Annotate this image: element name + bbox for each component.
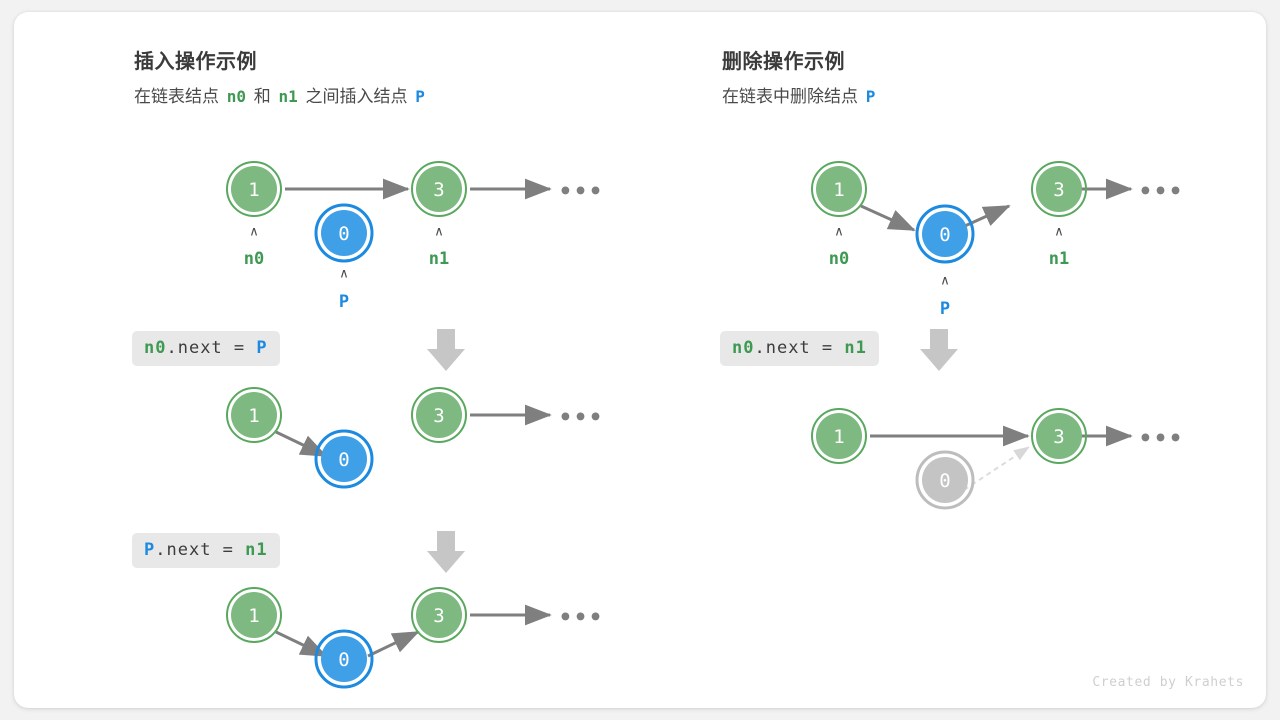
credit-text: Created by Krahets [1092,675,1244,690]
node-3-value: 3 [433,605,444,627]
code-token-value: P [256,338,268,358]
node-n1-value: 3 [1053,179,1064,201]
node-3: 3 [411,587,467,643]
node-1-value: 1 [248,605,259,627]
panel-remove-subtitle: 在链表中删除结点 P [722,82,878,107]
panel-insert-title: 插入操作示例 [134,51,257,73]
code-chip-p-next-n1: P.next = n1 [132,533,280,568]
subtitle-text-2: 和 [253,87,271,106]
node-n0: 1 [226,161,282,217]
node-3-value: 3 [433,405,444,427]
down-arrow-1 [427,329,465,371]
insert-step-1-diagram: ••• 1 ∧ n0 0 ∧ P [226,161,603,312]
node-1-value: 1 [248,405,259,427]
code-token-target: P [144,540,156,560]
code-token-target: n0 [732,338,755,358]
node-p-value: 0 [338,223,349,245]
subtitle-token-n0: n0 [226,87,246,106]
subtitle-token-p: P [415,87,425,106]
node-1: 1 [226,587,282,643]
link-p-to-n1 [367,630,420,658]
node-n0: 1 [811,161,867,217]
code-chip-n0-next-p: n0.next = P [132,331,280,366]
node-3: 3 [1031,408,1087,464]
insert-step-3-diagram: ••• 1 0 3 [226,587,603,689]
link-n0-to-p [275,430,328,458]
subtitle-token-n1: n1 [278,87,298,106]
node-n1: 3 [411,161,467,217]
node-removed: 0 [915,450,975,510]
node-1: 1 [811,408,867,464]
tail-ellipsis: ••• [558,606,603,631]
node-p-value: 0 [338,449,349,471]
panel-insert-subtitle: 在链表结点 n0 和 n1 之间插入结点 P [134,82,428,107]
link-n0-to-p [860,204,916,232]
pointer-label-p: P [339,292,349,312]
remove-step-1-diagram: ••• 1 ∧ n0 0 ∧ P 3 [811,161,1183,319]
code-token-op: .next = [754,338,845,358]
node-3-value: 3 [1053,426,1064,448]
caret-p: ∧ [339,267,349,282]
code-token-target: n0 [144,338,167,358]
pointer-label-p: P [940,299,950,319]
caret-n0: ∧ [834,225,844,240]
caret-n1: ∧ [1054,225,1064,240]
node-n1: 3 [1031,161,1087,217]
pointer-label-n1: n1 [1049,249,1069,269]
code-chip-n0-next-n1: n0.next = n1 [720,331,879,366]
code-token-value: n1 [844,338,867,358]
pointer-label-n1: n1 [429,249,449,269]
node-n1-value: 3 [433,179,444,201]
code-token-op: .next = [155,540,246,560]
node-p: 0 [314,429,374,489]
caret-p: ∧ [940,274,950,289]
illustration-card: 插入操作示例 在链表结点 n0 和 n1 之间插入结点 P [14,12,1266,708]
node-p: 0 [915,204,975,264]
subtitle-token-p: P [865,87,876,106]
subtitle-text-1: 在链表结点 [134,87,219,106]
node-3: 3 [411,387,467,443]
tail-ellipsis: ••• [558,406,603,431]
node-1: 1 [226,387,282,443]
link-removed-node-dashed [963,446,1030,491]
subtitle-text-3: 之间插入结点 [305,87,408,106]
node-n0-value: 1 [833,179,844,201]
insert-step-2-diagram: ••• 1 0 3 [226,387,603,489]
down-arrow-1 [920,329,958,371]
remove-step-2-diagram: ••• 1 0 3 [811,408,1183,510]
code-token-value: n1 [245,540,268,560]
node-p-value: 0 [939,224,950,246]
down-arrow-2 [427,531,465,573]
caret-n0: ∧ [249,225,259,240]
caret-n1: ∧ [434,225,444,240]
tail-ellipsis: ••• [558,180,603,205]
node-p: 0 [314,203,374,263]
pointer-label-n0: n0 [829,249,849,269]
node-p: 0 [314,629,374,689]
tail-ellipsis: ••• [1138,427,1183,452]
node-1-value: 1 [833,426,844,448]
link-n0-to-p [275,630,328,658]
panel-remove-title: 删除操作示例 [722,51,845,73]
code-token-op: .next = [166,338,257,358]
subtitle-text-1: 在链表中删除结点 [722,87,858,106]
node-n0-value: 1 [248,179,259,201]
node-p-value: 0 [338,649,349,671]
node-removed-value: 0 [939,470,950,492]
tail-ellipsis: ••• [1138,180,1183,205]
pointer-label-n0: n0 [244,249,264,269]
